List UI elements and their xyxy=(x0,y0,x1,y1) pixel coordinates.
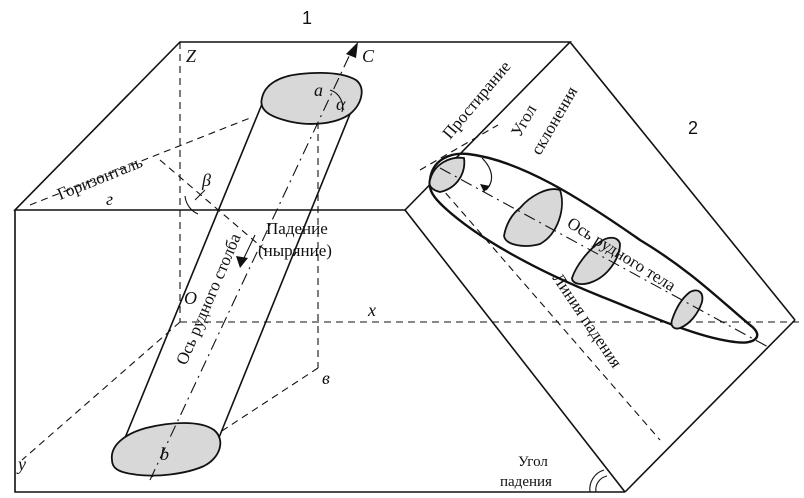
axis-arrow-c xyxy=(346,42,358,58)
dip-label-line1: Падение xyxy=(266,219,328,238)
horizontal-projection-line xyxy=(149,367,319,479)
left-block xyxy=(13,41,800,493)
axis-x-label: x xyxy=(367,300,376,320)
right-block-slope-top xyxy=(569,41,796,321)
pitch-angle-arrow xyxy=(480,184,490,192)
dip-angle-label-line2: падения xyxy=(500,474,552,490)
dip-angle-arc xyxy=(589,469,605,493)
pillar-right-edge xyxy=(217,113,351,441)
dip-projection-line xyxy=(159,159,266,251)
strike-label: Простирание xyxy=(439,57,515,142)
dip-arrow-head xyxy=(236,256,248,268)
point-g-label: г xyxy=(106,189,113,209)
figure-number-2: 2 xyxy=(688,118,698,138)
pitch-angle-label-line2: склонения xyxy=(527,83,581,158)
ore-body-section-2 xyxy=(503,188,563,247)
ore-cross-section-bottom xyxy=(111,422,222,477)
axis-y-label: y xyxy=(16,454,26,474)
angle-beta-tick xyxy=(194,189,206,201)
ore-body-section-3 xyxy=(571,236,621,285)
ore-body-section-4 xyxy=(670,289,704,330)
dip-line-label: Линия падения xyxy=(549,270,626,372)
ore-body-axis-line xyxy=(439,167,771,349)
angle-beta-arc xyxy=(184,195,199,215)
dip-label-line2: (ныряние) xyxy=(258,241,332,260)
point-c-label: C xyxy=(362,46,375,66)
strike-line xyxy=(419,124,499,171)
ore-cross-section-top xyxy=(260,72,363,125)
dip-angle-arc-inner xyxy=(595,475,608,493)
origin-label: O xyxy=(184,288,197,308)
ore-body-lens xyxy=(428,152,759,344)
pillar-left-edge xyxy=(117,103,263,456)
horizontal-line xyxy=(29,117,251,206)
angle-beta-label: β xyxy=(201,170,211,190)
ore-body-section-1 xyxy=(428,156,466,193)
angle-alpha-arc xyxy=(329,89,344,113)
figure-number-1: 1 xyxy=(302,8,312,28)
dip-arrow-line xyxy=(242,234,256,261)
point-v-label: в xyxy=(322,368,330,388)
left-block-slope-edge xyxy=(404,209,626,493)
angle-alpha-label: α xyxy=(336,94,346,114)
y-axis-line xyxy=(21,321,181,461)
right-block-corner-edge xyxy=(624,319,796,493)
axis-z-label: Z xyxy=(186,46,197,66)
left-block-front-face xyxy=(14,210,625,493)
dip-line xyxy=(429,174,661,441)
point-a-label: a xyxy=(314,80,323,100)
horizontal-label: Горизонталь xyxy=(54,152,145,204)
point-b-label: b xyxy=(160,444,169,464)
pillar-axis-line xyxy=(149,49,353,481)
right-block xyxy=(419,41,796,493)
dip-angle-label-line1: Угол xyxy=(518,454,548,470)
